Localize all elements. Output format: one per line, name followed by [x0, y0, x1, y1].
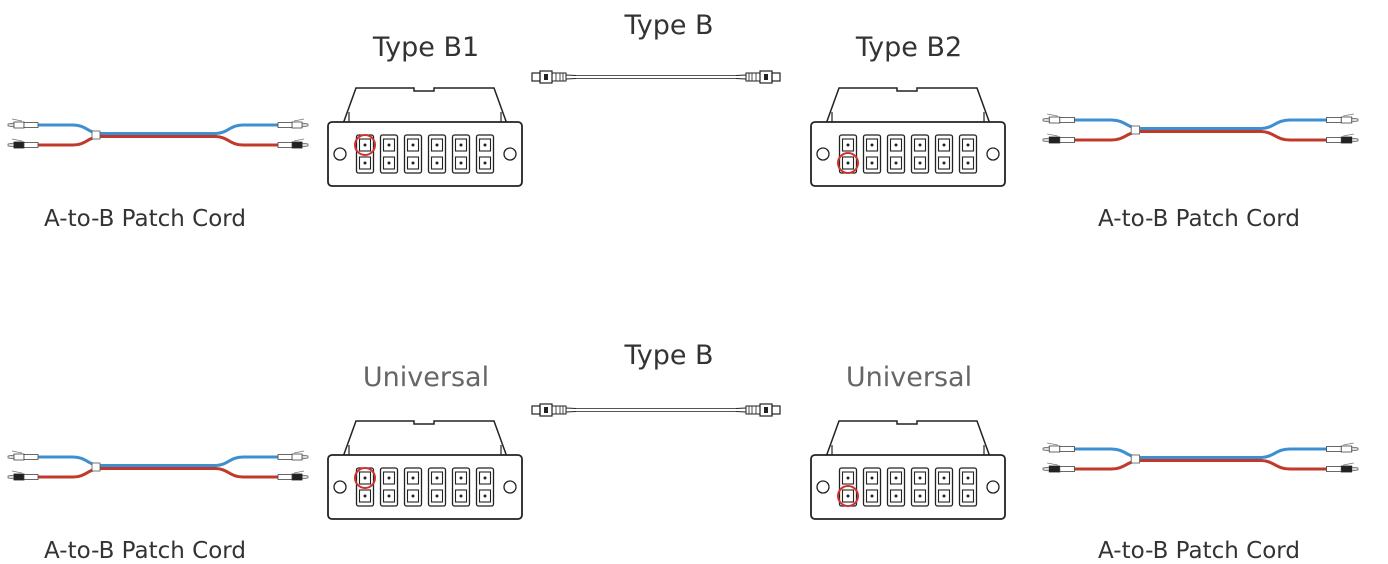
left-mtp-cassette-icon: [328, 421, 522, 519]
left-cassette-label: Universal: [363, 362, 489, 393]
trunk-label: Type B: [623, 10, 713, 41]
polarity-highlight-circle: [354, 467, 376, 489]
trunk-label: Type B: [623, 340, 713, 371]
right-cassette-label: Type B2: [855, 32, 962, 63]
right-mtp-cassette-icon: [811, 421, 1005, 519]
polarity-row-2: Type B Universal Universal A-to-B Patch …: [8, 340, 1358, 564]
mpo-trunk-cable-icon: [531, 403, 781, 417]
right-cord-label: A-to-B Patch Cord: [1098, 538, 1300, 564]
polarity-row-1: Type B Type B1 Type B2 A-to-B Patch Cord…: [8, 10, 1358, 232]
left-patch-cord-icon: [8, 119, 308, 148]
right-cord-label: A-to-B Patch Cord: [1098, 206, 1300, 232]
left-mtp-cassette-icon: [328, 88, 522, 186]
left-cassette-label: Type B1: [372, 32, 479, 63]
right-cassette-label: Universal: [846, 362, 972, 393]
left-patch-cord-icon: [8, 451, 308, 480]
right-patch-cord-icon: [1043, 443, 1358, 472]
left-cord-label: A-to-B Patch Cord: [44, 538, 246, 564]
left-cord-label: A-to-B Patch Cord: [44, 206, 246, 232]
polarity-highlight-circle: [354, 134, 376, 156]
polarity-highlight-circle: [837, 152, 859, 174]
mpo-trunk-cable-icon: [531, 70, 781, 84]
right-mtp-cassette-icon: [811, 88, 1005, 186]
right-patch-cord-icon: [1043, 114, 1358, 143]
polarity-highlight-circle: [837, 485, 859, 507]
